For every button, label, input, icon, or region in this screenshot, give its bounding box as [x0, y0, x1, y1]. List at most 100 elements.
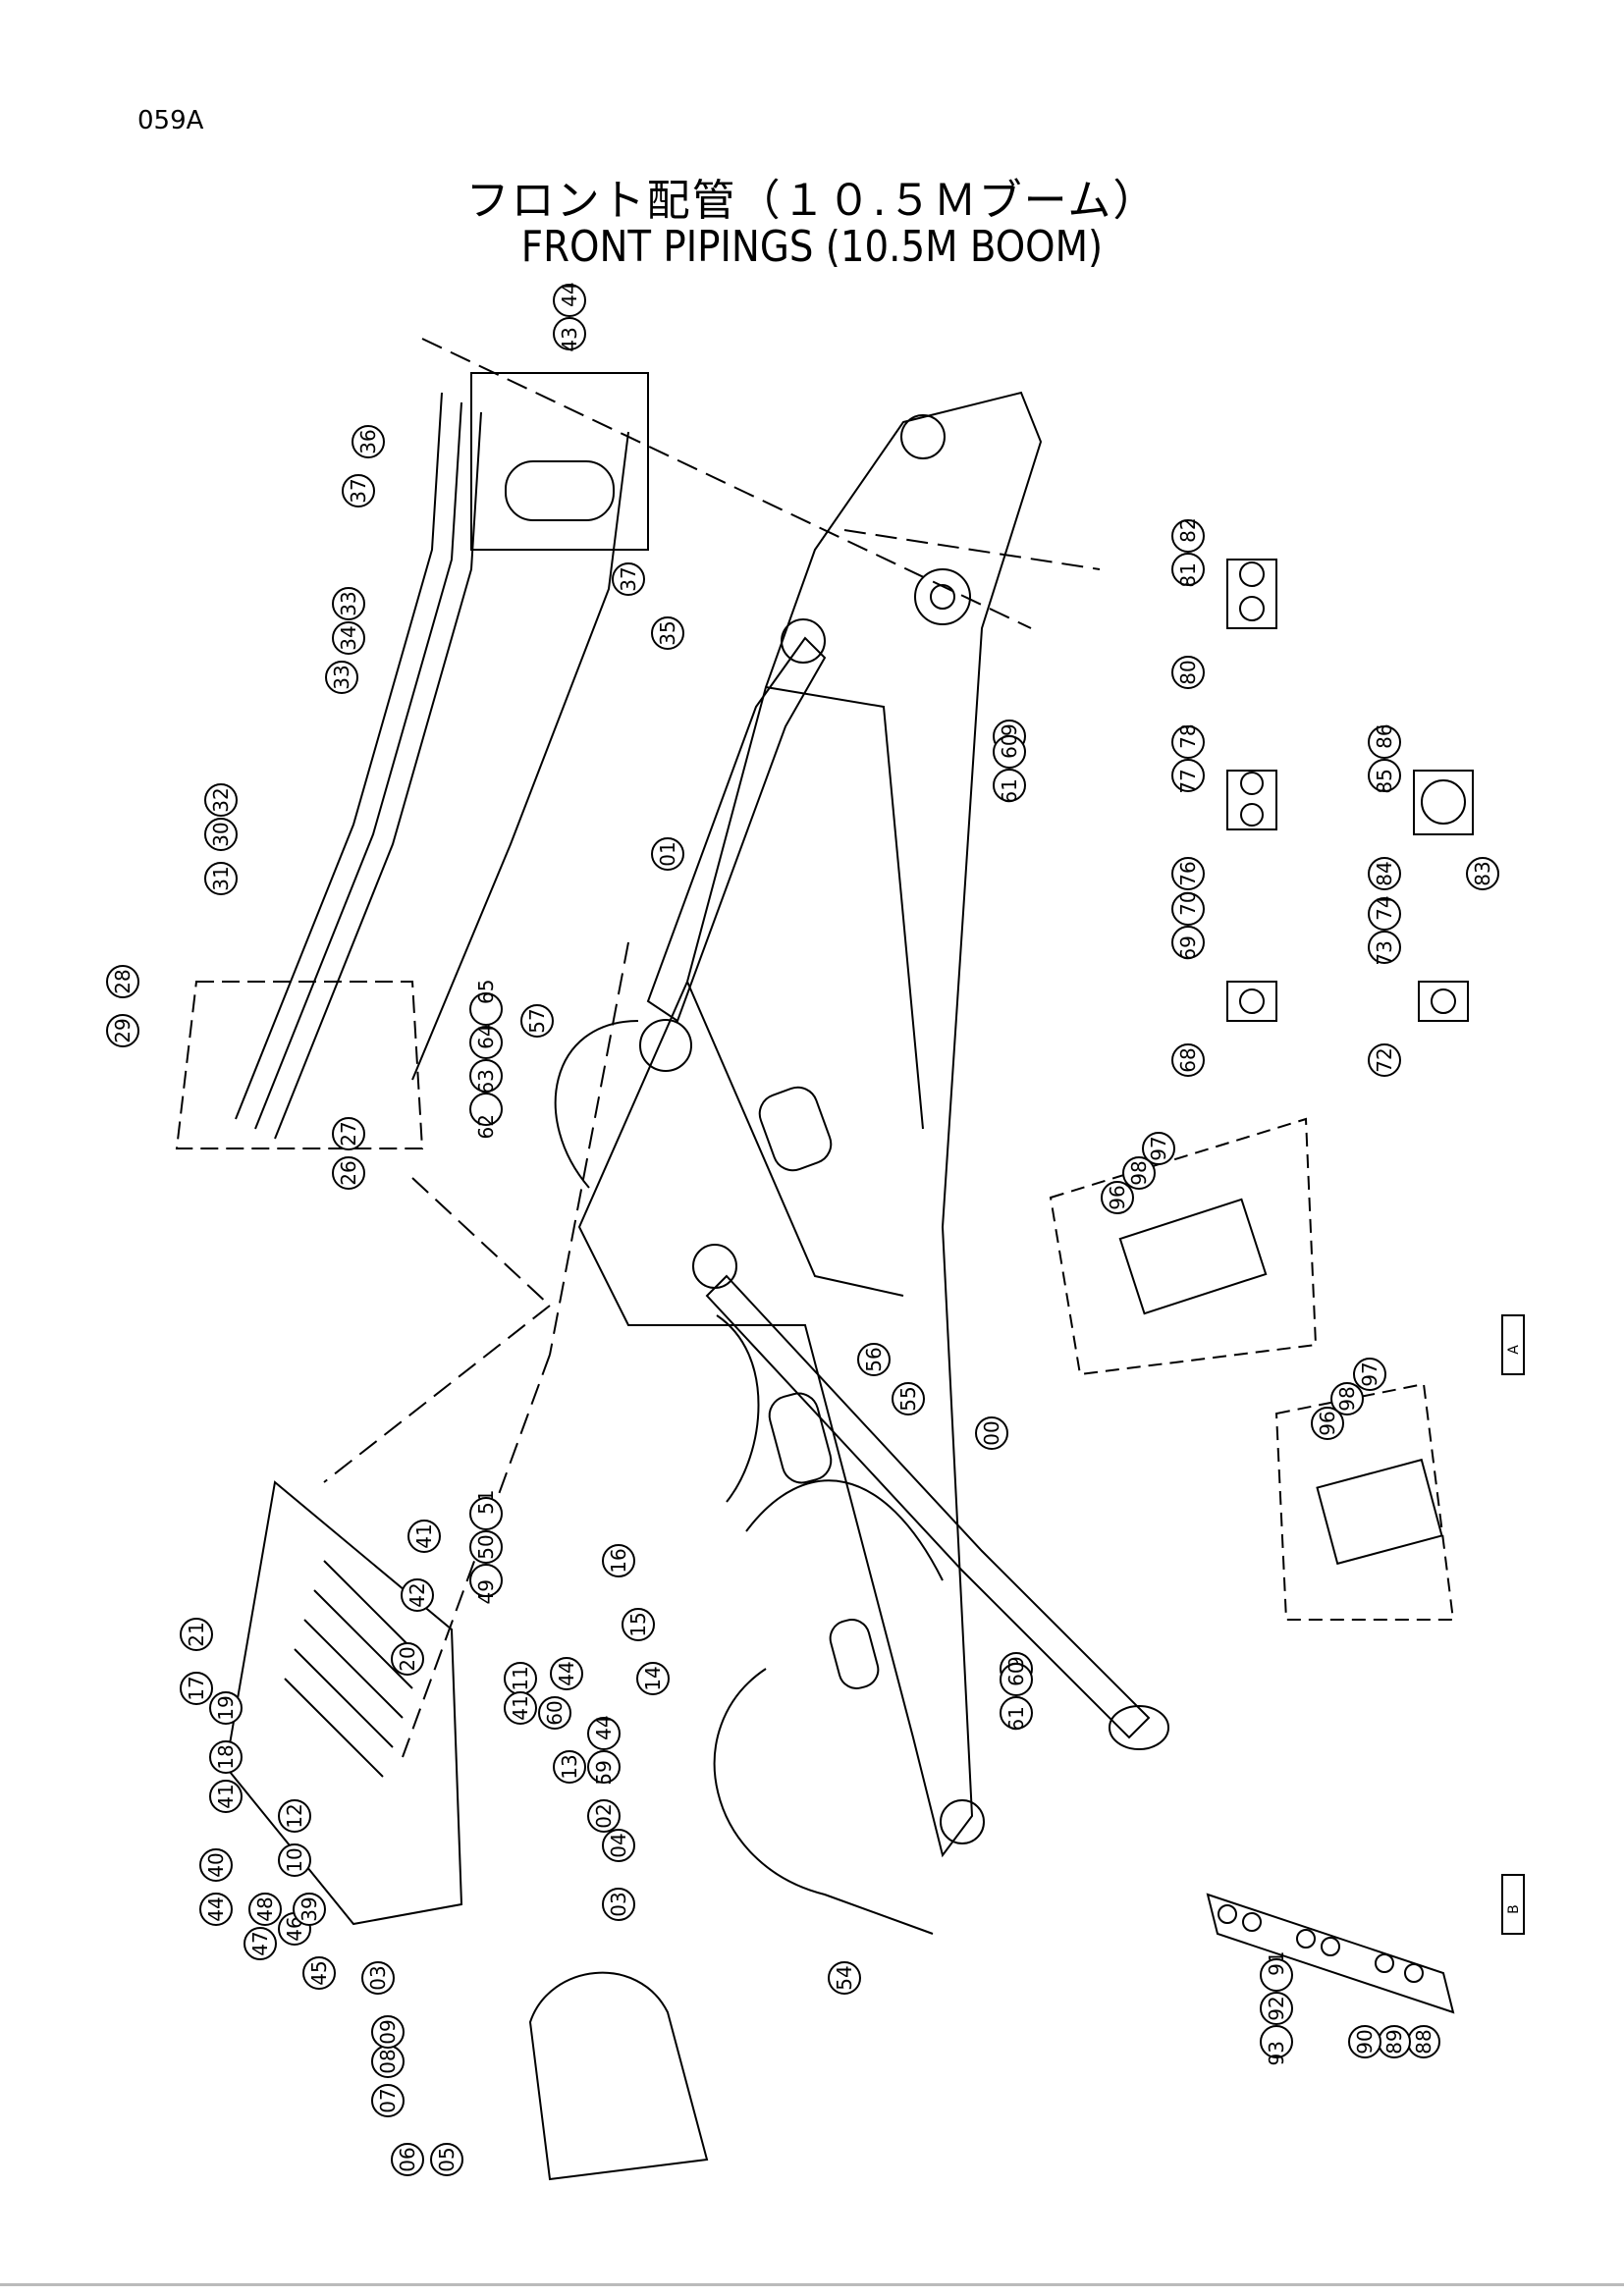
callout-c17: 17: [180, 1672, 213, 1705]
view-label-a: A: [1501, 1314, 1525, 1375]
callout-c89: 89: [1378, 2025, 1411, 2058]
callout-number: 41: [214, 1784, 238, 1808]
callout-number: 72: [1373, 1047, 1396, 1072]
callout-number: 37: [347, 478, 370, 503]
view-label-b: B: [1501, 1874, 1525, 1935]
callout-number: 62 63 64 65: [474, 980, 498, 1140]
clamp-detail-72: [1418, 981, 1469, 1022]
boom-cylinder: [646, 636, 827, 1023]
callout-number: 36: [356, 429, 380, 454]
callout-number: 69 70: [1176, 890, 1200, 960]
callout-number: 35: [656, 620, 679, 645]
callout-c37b: 37: [612, 562, 645, 596]
callout-c91_93: 93 92 91: [1260, 1950, 1293, 2066]
callout-number: 81 82: [1176, 517, 1200, 587]
boom-window-1: [758, 1086, 833, 1172]
arm-cylinder-eye: [1109, 1705, 1169, 1750]
callout-number: 18: [214, 1744, 238, 1769]
callout-c30: 30: [204, 818, 238, 851]
callout-c32: 32: [204, 783, 238, 817]
callout-number: 43 44: [558, 282, 581, 351]
callout-c98a: 98: [1122, 1156, 1156, 1190]
callout-c18: 18: [209, 1740, 243, 1774]
callout-c55: 55: [892, 1382, 925, 1415]
callout-c97b: 97: [1353, 1358, 1386, 1391]
callout-number: 37: [617, 566, 640, 591]
flex-hose-56: [716, 1314, 760, 1503]
callout-number: 32: [209, 787, 233, 812]
callout-c28: 28: [106, 965, 139, 998]
callout-c81_82: 81 82: [1171, 517, 1205, 588]
callout-number: 13: [558, 1754, 581, 1779]
callout-number: 27: [337, 1121, 360, 1146]
callout-number: 73 74: [1373, 895, 1396, 965]
callout-number: 40: [204, 1852, 228, 1877]
callout-c31: 31: [204, 862, 238, 895]
callout-c20: 20: [391, 1642, 424, 1676]
callout-number: 42: [406, 1582, 429, 1607]
callout-number: 28: [111, 969, 135, 993]
callout-c90: 90: [1348, 2025, 1381, 2058]
svg-text:B: B: [1506, 1904, 1522, 1914]
callout-c03b: 03: [602, 1888, 635, 1921]
callout-number: 31: [209, 866, 233, 890]
callout-c15: 15: [622, 1608, 655, 1641]
callout-c83: 83: [1466, 857, 1499, 890]
callout-number: 33: [337, 591, 360, 615]
boom-window-3: [829, 1619, 880, 1689]
callout-number: 21: [185, 1622, 208, 1646]
callout-c46: 46: [278, 1912, 311, 1946]
callout-number: 98: [1335, 1386, 1359, 1411]
callout-c97a: 97: [1142, 1132, 1175, 1165]
callout-c34: 34: [332, 621, 365, 655]
callout-c41c: 41: [504, 1691, 537, 1725]
boom-lower-pin: [940, 1799, 985, 1844]
callout-number: 09: [376, 2019, 400, 2044]
detail-view-2: [1274, 1382, 1455, 1621]
callout-c06: 06: [391, 2143, 424, 2176]
callout-c59_44: 59 44: [587, 1715, 621, 1786]
callout-number: 89: [1382, 2029, 1406, 2054]
boom-web: [765, 686, 924, 1130]
callout-number: 05: [435, 2147, 459, 2171]
callout-number: 59 44: [592, 1715, 616, 1785]
callout-number: 41: [412, 1523, 436, 1548]
callout-number: 44: [555, 1661, 578, 1685]
callout-c19: 19: [209, 1691, 243, 1725]
callout-c41b: 41: [209, 1780, 243, 1813]
boom-top-pin: [900, 414, 946, 459]
callout-number: 12: [283, 1803, 306, 1828]
callout-c72: 72: [1368, 1043, 1401, 1077]
callout-number: 06: [396, 2147, 419, 2171]
callout-number: 07: [376, 2088, 400, 2112]
callout-number: 90: [1353, 2029, 1377, 2054]
callout-number: 00: [980, 1420, 1003, 1445]
callout-number: 96: [1316, 1411, 1339, 1435]
callout-c61_60a: 61 60: [993, 733, 1026, 804]
callout-c26: 26: [332, 1156, 365, 1190]
boom-window-2: [768, 1392, 833, 1484]
callout-c12: 12: [278, 1799, 311, 1833]
callout-number: 44: [204, 1896, 228, 1921]
upper-pipe-bundle: [235, 392, 629, 1140]
callout-number: 68: [1176, 1047, 1200, 1072]
callout-number: 55: [896, 1386, 920, 1411]
boom-outline: [577, 391, 1043, 1858]
callout-c69_70: 69 70: [1171, 890, 1205, 961]
callout-number: 15: [626, 1612, 650, 1636]
callout-c11: 11: [504, 1662, 537, 1695]
callout-c00: 00: [975, 1416, 1008, 1450]
callout-c61_60b: 61 60: [1000, 1661, 1033, 1732]
callout-number: 34: [337, 625, 360, 650]
callout-c09: 09: [371, 2015, 405, 2049]
callout-number: 03: [607, 1892, 630, 1916]
callout-number: 26: [337, 1160, 360, 1185]
arm-cylinder: [705, 1274, 1151, 1739]
callout-number: 47: [248, 1931, 272, 1955]
callout-number: 02: [592, 1803, 616, 1828]
lower-arm-end: [528, 1971, 709, 2181]
callout-number: 10: [283, 1847, 306, 1872]
callout-c04: 04: [602, 1829, 635, 1862]
callout-number: 39: [298, 1896, 321, 1921]
callout-number: 48: [253, 1896, 277, 1921]
